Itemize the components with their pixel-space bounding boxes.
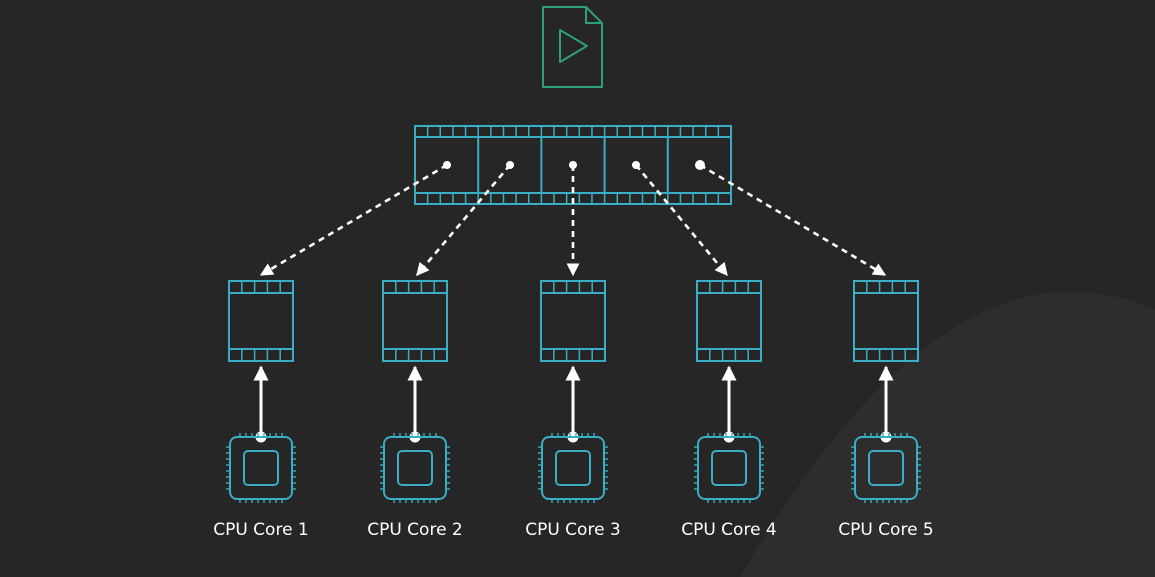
film-frame-icon [853, 280, 919, 362]
core-label-3: CPU Core 3 [525, 520, 621, 540]
cpu-body [541, 436, 605, 500]
dashed-arrow-1 [259, 163, 448, 277]
frame-source-dot-1 [443, 161, 451, 169]
cpu-die [555, 450, 591, 486]
core-label-4: CPU Core 4 [681, 520, 777, 540]
cpu-chip-icon [694, 433, 764, 503]
cpu-body [229, 436, 293, 500]
frame-border [540, 280, 606, 362]
core-label-2: CPU Core 2 [367, 520, 463, 540]
frame-border [853, 280, 919, 362]
dashed-arrow-5 [699, 163, 887, 277]
frame-source-dot-5 [695, 160, 705, 170]
video-file-play-icon [542, 6, 603, 88]
core-label-1: CPU Core 1 [213, 520, 309, 540]
cpu-to-frame-arrows [253, 365, 894, 443]
cpu-die [868, 450, 904, 486]
dashed-arrow-4 [634, 164, 729, 277]
background-shape [740, 291, 1155, 577]
cpu-chip-icon [538, 433, 608, 503]
cpu-die [243, 450, 279, 486]
core-labels: CPU Core 1 CPU Core 2 CPU Core 3 CPU Cor… [213, 520, 934, 540]
film-frame-icon [540, 280, 606, 362]
cpu-die [711, 450, 747, 486]
core-label-5: CPU Core 5 [838, 520, 934, 540]
frame-source-dot-3 [569, 161, 577, 169]
cpu-chip-icon [380, 433, 450, 503]
frame-distribution-arrows [259, 160, 887, 277]
film-frame-icon [696, 280, 762, 362]
frame-border [696, 280, 762, 362]
frame-border [382, 280, 448, 362]
frame-border [228, 280, 294, 362]
cpu-chips [226, 433, 921, 503]
cpu-body [697, 436, 761, 500]
cpu-body [854, 436, 918, 500]
core-frames [228, 280, 919, 362]
cpu-die [397, 450, 433, 486]
cpu-chip-icon [226, 433, 296, 503]
film-frame-icon [382, 280, 448, 362]
dashed-arrow-2 [416, 164, 511, 276]
cpu-chip-icon [851, 433, 921, 503]
film-frame-icon [228, 280, 294, 362]
frame-source-dot-4 [632, 161, 640, 169]
cpu-body [383, 436, 447, 500]
frame-source-dot-2 [506, 161, 514, 169]
